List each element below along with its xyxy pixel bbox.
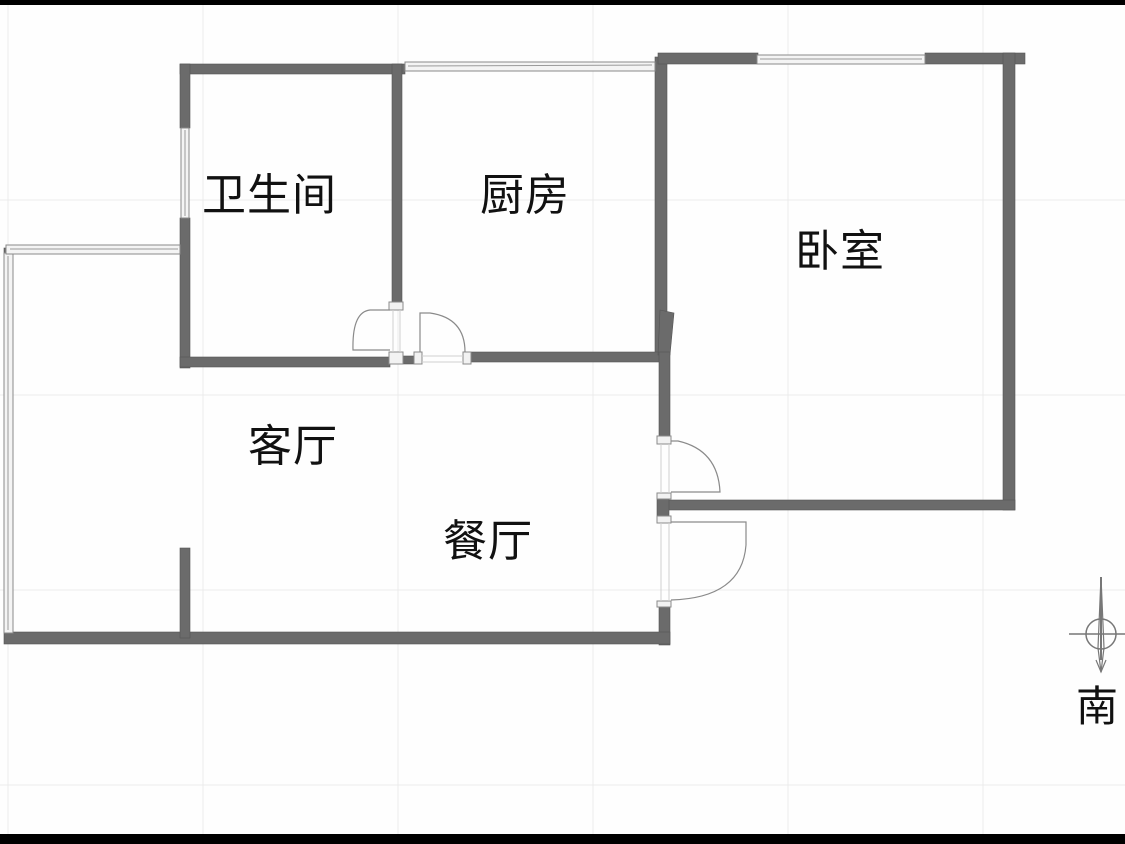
- living-dining-walls: [3, 247, 671, 646]
- floor-plan-drawing: [0, 5, 1125, 834]
- room-label-dining-room: 餐厅: [443, 516, 533, 567]
- bathroom-window: [180, 127, 190, 219]
- room-label-living-room: 客厅: [248, 421, 338, 472]
- entrance-door[interactable]: [656, 515, 747, 608]
- room-label-bedroom: 卧室: [795, 226, 885, 277]
- background-grid: [0, 5, 1125, 834]
- bedroom-window: [756, 54, 926, 65]
- bedroom-door[interactable]: [656, 435, 721, 500]
- floor-plan-canvas: 卫生间 厨房 卧室 客厅 餐厅 南: [0, 5, 1125, 834]
- compass-direction-label: 南: [1076, 682, 1119, 731]
- bathroom-door[interactable]: [352, 301, 404, 365]
- living-room-north-window: [5, 244, 181, 255]
- kitchen-door[interactable]: [413, 312, 472, 365]
- room-label-bathroom: 卫生间: [202, 170, 337, 221]
- bathroom-walls: [179, 63, 406, 369]
- living-room-west-window: [3, 252, 14, 634]
- compass-icon: [1069, 576, 1125, 674]
- room-label-kitchen: 厨房: [480, 170, 570, 221]
- bedroom-walls: [657, 52, 1026, 511]
- kitchen-window: [404, 61, 656, 72]
